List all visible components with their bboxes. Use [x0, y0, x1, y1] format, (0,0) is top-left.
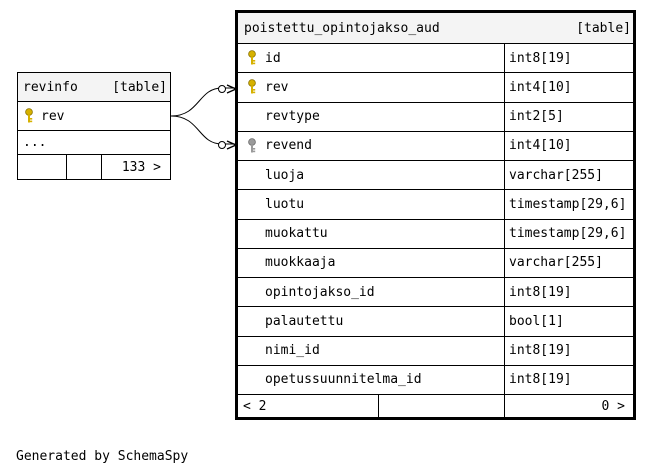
table-kind: [table]	[576, 20, 631, 36]
column-name: revtype	[265, 109, 320, 125]
column-name: revend	[265, 138, 312, 154]
column-type: timestamp[29,6]	[509, 226, 627, 242]
column-row-palautettu[interactable]: palautettu bool[1]	[238, 307, 633, 337]
more-columns-row: ...	[18, 131, 170, 155]
column-type: timestamp[29,6]	[509, 196, 627, 212]
relationship-line-rev	[170, 87, 236, 117]
ellipsis-text: ...	[23, 135, 47, 150]
column-row-rev[interactable]: rev	[18, 102, 170, 131]
column-row-revtype[interactable]: revtype int2[5]	[238, 102, 633, 132]
column-row-opetussuunnitelma-id[interactable]: opetussuunnitelma_id int8[19]	[238, 365, 633, 395]
column-row-rev[interactable]: rev int4[10]	[238, 73, 633, 103]
column-row-nimi-id[interactable]: nimi_id int8[19]	[238, 336, 633, 366]
zero-optional-marker	[218, 85, 226, 93]
column-type: int4[10]	[509, 79, 572, 95]
crows-foot-marker	[226, 140, 237, 150]
column-name: id	[265, 50, 281, 66]
foreign-key-icon	[247, 132, 257, 160]
table-kind: [table]	[112, 79, 167, 95]
column-name: rev	[41, 108, 65, 124]
column-type: int8[19]	[509, 372, 572, 388]
column-type: int8[19]	[509, 284, 572, 300]
column-row-id[interactable]: id int8[19]	[238, 44, 633, 74]
column-name: muokkaaja	[265, 255, 336, 271]
table-header: poistettu_opintojakso_aud [table]	[238, 13, 633, 44]
column-row-luoja[interactable]: luoja varchar[255]	[238, 161, 633, 191]
table-name: revinfo	[23, 79, 78, 95]
column-name: rev	[265, 79, 289, 95]
column-name: opetussuunnitelma_id	[265, 372, 422, 388]
table-header: revinfo [table]	[18, 73, 170, 102]
column-name: luotu	[265, 196, 305, 212]
column-name: luoja	[265, 167, 305, 183]
table-footer: 133 >	[18, 155, 170, 179]
revinfo-table[interactable]: revinfo [table] rev ... 133 >	[17, 72, 171, 180]
poistettu-opintojakso-aud-table[interactable]: poistettu_opintojakso_aud [table] id int8…	[235, 10, 636, 420]
primary-key-icon	[24, 102, 34, 130]
column-type: int4[10]	[509, 138, 572, 154]
children-count[interactable]: 0 >	[601, 398, 625, 414]
column-name: nimi_id	[265, 343, 320, 359]
column-name: palautettu	[265, 313, 344, 329]
table-footer: < 2 0 >	[238, 395, 633, 417]
primary-key-icon	[247, 44, 257, 72]
generated-by-text: Generated by SchemaSpy	[16, 449, 189, 464]
column-type: varchar[255]	[509, 167, 603, 183]
column-row-opintojakso-id[interactable]: opintojakso_id int8[19]	[238, 278, 633, 308]
column-row-muokkaaja[interactable]: muokkaaja varchar[255]	[238, 248, 633, 278]
relationship-line-revend	[170, 115, 236, 145]
column-type: varchar[255]	[509, 255, 603, 271]
column-name: opintojakso_id	[265, 284, 375, 300]
zero-optional-marker	[218, 141, 226, 149]
column-type: int8[19]	[509, 50, 572, 66]
crows-foot-marker	[226, 84, 237, 94]
column-type: bool[1]	[509, 313, 564, 329]
column-type: int8[19]	[509, 343, 572, 359]
column-row-revend[interactable]: revend int4[10]	[238, 131, 633, 161]
column-name: muokattu	[265, 226, 328, 242]
children-count[interactable]: 133 >	[121, 159, 161, 175]
column-row-muokattu[interactable]: muokattu timestamp[29,6]	[238, 219, 633, 249]
column-type: int2[5]	[509, 109, 564, 125]
parents-count[interactable]: < 2	[243, 398, 267, 414]
table-name: poistettu_opintojakso_aud	[244, 20, 440, 36]
column-row-luotu[interactable]: luotu timestamp[29,6]	[238, 190, 633, 220]
primary-key-icon	[247, 73, 257, 101]
